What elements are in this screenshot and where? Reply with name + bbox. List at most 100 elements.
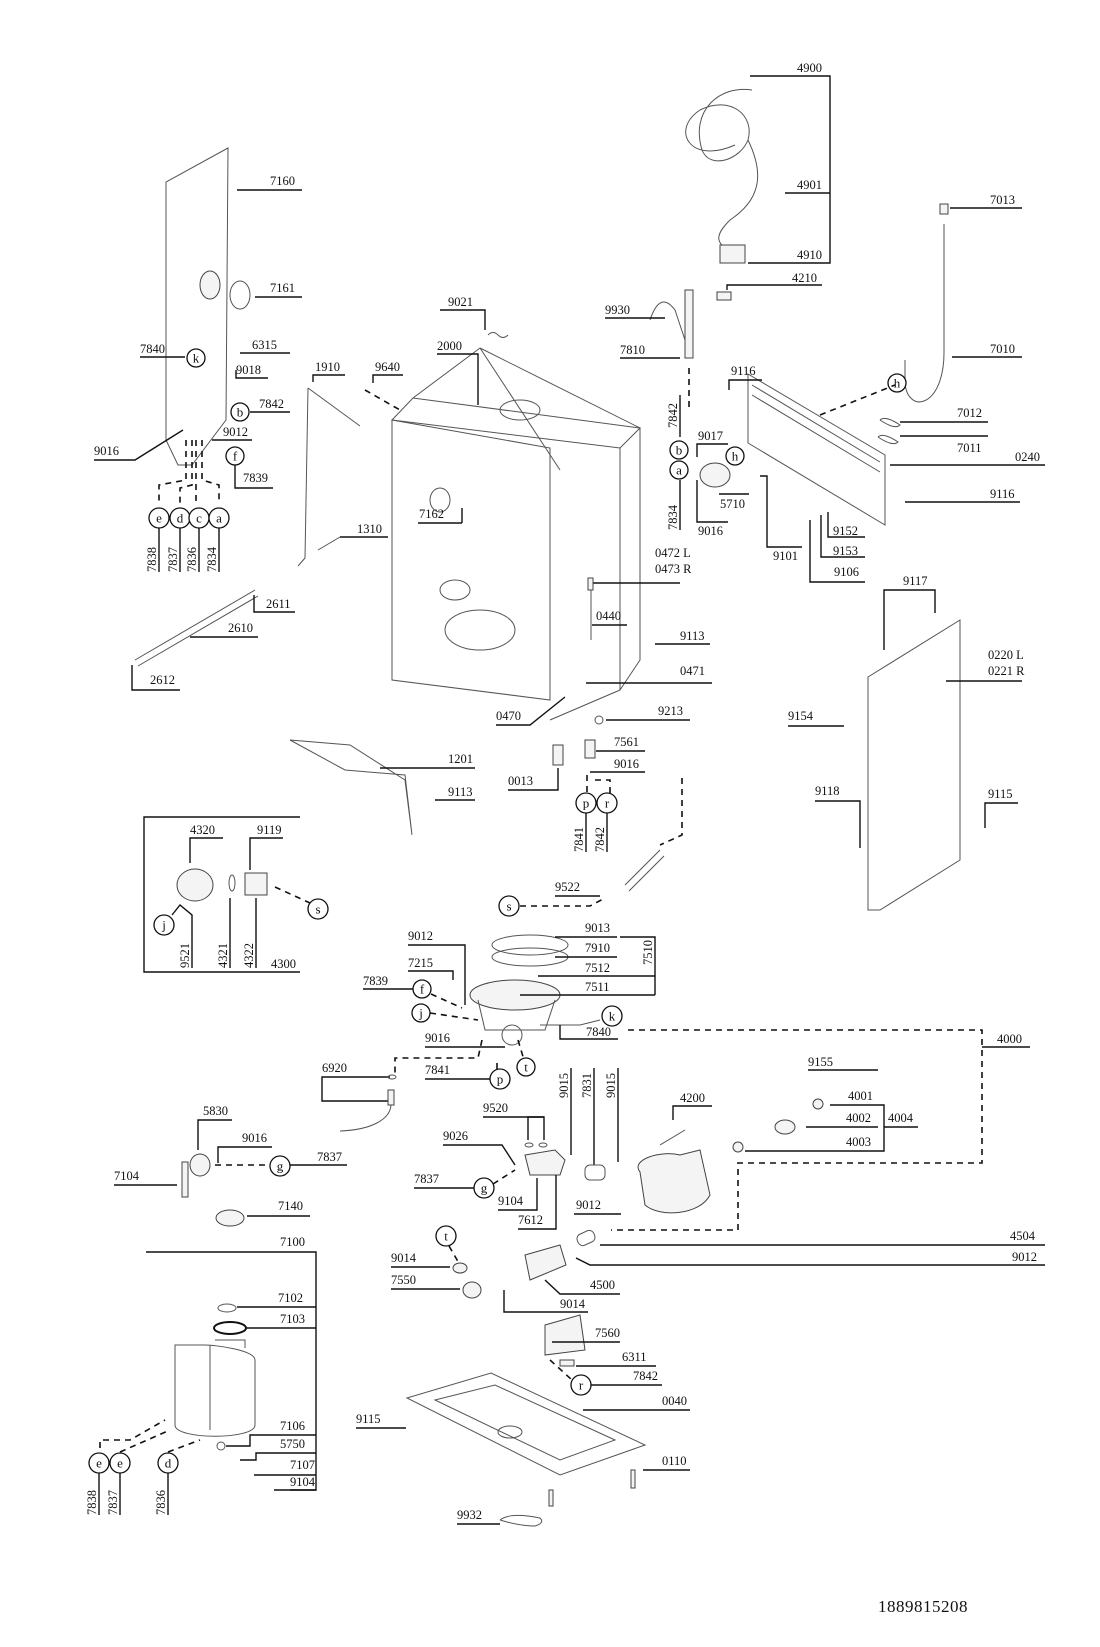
label-4001: 4001 [848, 1089, 873, 1103]
tub-group: 9021 2000 1910 9640 7162 1310 2611 2610 … [131, 295, 642, 721]
label-7011: 7011 [957, 441, 982, 455]
label-0472-L: 0472 L [655, 546, 691, 560]
valve-7561 [584, 739, 596, 759]
part-4001 [812, 1098, 824, 1110]
svg-text:f: f [420, 982, 425, 997]
label-9115-base: 9115 [356, 1412, 381, 1426]
label-9017: 9017 [698, 429, 723, 443]
label-4322: 4322 [242, 943, 256, 968]
callout-t-lower [435, 1225, 457, 1247]
svg-text:h: h [732, 449, 739, 464]
label-7810: 7810 [620, 343, 645, 357]
callout-j-left [153, 914, 175, 936]
callout-a-mid [669, 460, 689, 480]
label-7100: 7100 [280, 1235, 305, 1249]
callout-g-left [269, 1155, 291, 1177]
callout-k-sump [601, 1005, 623, 1027]
label-1201: 1201 [448, 752, 473, 766]
label-7215: 7215 [408, 956, 433, 970]
label-7102: 7102 [278, 1291, 303, 1305]
label-9016-foot: 9016 [614, 757, 639, 771]
label-0471: 0471 [680, 664, 705, 678]
base-tray-0040 [405, 1372, 647, 1476]
label-7103: 7103 [280, 1312, 305, 1326]
label-9155: 9155 [808, 1055, 833, 1069]
power-cord-group: 4900 4901 4910 4210 [685, 61, 831, 301]
softener-body [174, 1344, 256, 1437]
label-0221-R: 0221 R [988, 664, 1025, 678]
callout-f-sump [412, 979, 432, 999]
label-7840-sump: 7840 [586, 1025, 611, 1039]
ring-7102 [217, 1303, 237, 1313]
label-7842-lower: 7842 [633, 1369, 658, 1383]
label-9113-top: 9113 [680, 629, 705, 643]
svg-text:e: e [96, 1456, 102, 1471]
svg-text:j: j [161, 918, 166, 933]
label-9104-manifold: 9104 [498, 1194, 524, 1208]
callout-p-sump [489, 1068, 511, 1090]
label-7162: 7162 [419, 507, 444, 521]
label-9152: 9152 [833, 524, 858, 538]
label-9118: 9118 [815, 784, 840, 798]
label-7839-sump: 7839 [363, 974, 388, 988]
water-softener-group: 7100 7102 7103 7106 5750 7107 9104 e e d… [85, 1235, 317, 1515]
label-9016-left: 9016 [94, 444, 119, 458]
svg-text:e: e [117, 1456, 123, 1471]
foot-0013 [552, 744, 564, 766]
label-9521: 9521 [178, 943, 192, 968]
label-2611: 2611 [266, 597, 291, 611]
label-7841-sump: 7841 [425, 1063, 450, 1077]
sensor-6920-group: 6920 [321, 1061, 397, 1132]
callout-s-right [498, 895, 520, 917]
label-4000: 4000 [997, 1032, 1022, 1046]
power-cord-drawing [685, 88, 759, 256]
ring-7103 [213, 1321, 247, 1335]
label-7512: 7512 [585, 961, 610, 975]
svg-text:t: t [444, 1229, 448, 1244]
callout-h-right [887, 373, 907, 393]
label-0040: 0040 [662, 1394, 687, 1408]
label-7910: 7910 [585, 941, 610, 955]
callout-t-sump [516, 1057, 536, 1077]
label-9021: 9021 [448, 295, 473, 309]
callout-b-top [230, 402, 250, 422]
label-7561: 7561 [614, 735, 639, 749]
sump-group: 9522 s 9013 7910 7512 7511 7510 9012 721… [363, 880, 656, 1090]
label-9116-top: 9116 [731, 364, 756, 378]
svg-text:r: r [605, 796, 610, 811]
seal-1910-drawing [297, 387, 361, 567]
label-7838-top: 7838 [145, 547, 159, 572]
label-7831: 7831 [580, 1073, 594, 1098]
screw-0110 [630, 1469, 636, 1489]
label-9018: 9018 [236, 363, 261, 377]
part-4003 [732, 1141, 744, 1153]
label-7842-vertical-2: 7842 [593, 827, 607, 852]
label-0473-R: 0473 R [655, 562, 692, 576]
svg-text:f: f [233, 449, 238, 464]
drain-pump-motor [637, 1149, 711, 1214]
label-9014-right: 9014 [560, 1297, 586, 1311]
svg-text:p: p [497, 1072, 504, 1087]
svg-text:p: p [583, 796, 590, 811]
tub-top-frame [390, 397, 642, 449]
svg-text:g: g [481, 1181, 488, 1196]
manifold-7612 [524, 1149, 566, 1176]
label-9119: 9119 [257, 823, 282, 837]
label-9154: 9154 [788, 709, 814, 723]
connector-4500 [524, 1244, 567, 1281]
label-4900: 4900 [797, 61, 822, 75]
label-7160: 7160 [270, 174, 295, 188]
label-9520: 9520 [483, 1101, 508, 1115]
label-5830: 5830 [203, 1104, 228, 1118]
label-9016-aqua: 9016 [242, 1131, 267, 1145]
label-0240: 0240 [1015, 450, 1040, 464]
aquastop-group: 5830 9016 g 7837 7104 7140 [114, 1104, 347, 1227]
label-7511: 7511 [585, 980, 610, 994]
label-7837-lower: 7837 [106, 1490, 120, 1515]
terminal-block-4910 [719, 244, 746, 264]
part-6311 [559, 1359, 575, 1367]
label-4321: 4321 [216, 943, 230, 968]
document-number: 1889815208 [878, 1597, 968, 1616]
label-7106: 7106 [280, 1419, 305, 1433]
svg-text:t: t [524, 1060, 528, 1075]
